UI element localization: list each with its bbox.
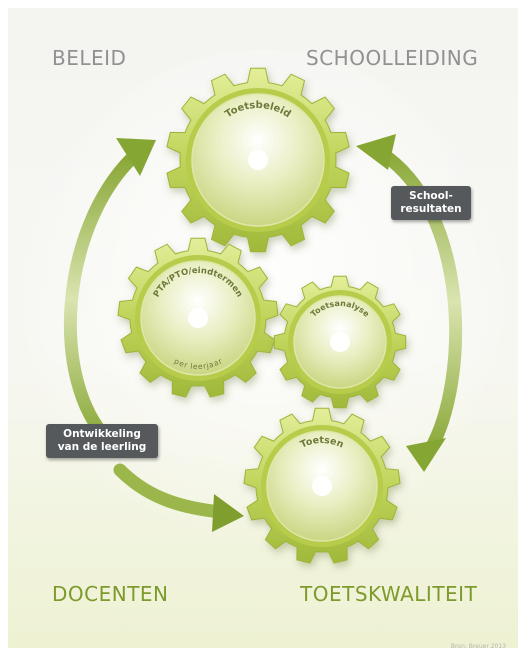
label-docenten: DOCENTEN	[52, 582, 169, 606]
gear-right-hub	[330, 332, 350, 352]
gear-right: Toetsanalyse	[273, 275, 407, 409]
tag-schoolresultaten-line1: School-	[409, 190, 453, 202]
label-schoolleiding: SCHOOLLEIDING	[306, 46, 479, 70]
arrow-bottom-head	[212, 494, 244, 532]
tag-schoolresultaten: School- resultaten	[391, 186, 471, 220]
label-beleid: BELEID	[52, 46, 127, 70]
arrow-left-up-head	[116, 138, 156, 176]
gear-bottom-label: Toetsen	[299, 435, 346, 451]
arrow-right-up-head	[356, 134, 396, 170]
gear-top-hub	[248, 150, 268, 170]
gear-bottom-hub	[312, 476, 332, 496]
tag-ontwikkeling: Ontwikkeling van de leerling	[46, 424, 158, 458]
arrow-bottom	[113, 463, 227, 519]
arrow-left-up	[63, 151, 139, 447]
label-toetskwaliteit: TOETSKWALITEIT	[300, 582, 478, 606]
tag-ontwikkeling-line1: Ontwikkeling	[63, 428, 141, 440]
arrow-right-down	[373, 145, 463, 457]
credit-text: Bron: Breuer 2013	[450, 643, 506, 650]
arrow-right-down-head	[406, 438, 446, 472]
gear-top: Toetsbeleid	[166, 67, 350, 253]
tag-ontwikkeling-line2: van de leerling	[57, 441, 147, 453]
gear-bottom: Toetsen	[243, 407, 401, 564]
cycle-arrows	[63, 134, 463, 532]
gear-left-hub	[188, 308, 208, 328]
tag-schoolresultaten-line2: resultaten	[400, 203, 462, 215]
